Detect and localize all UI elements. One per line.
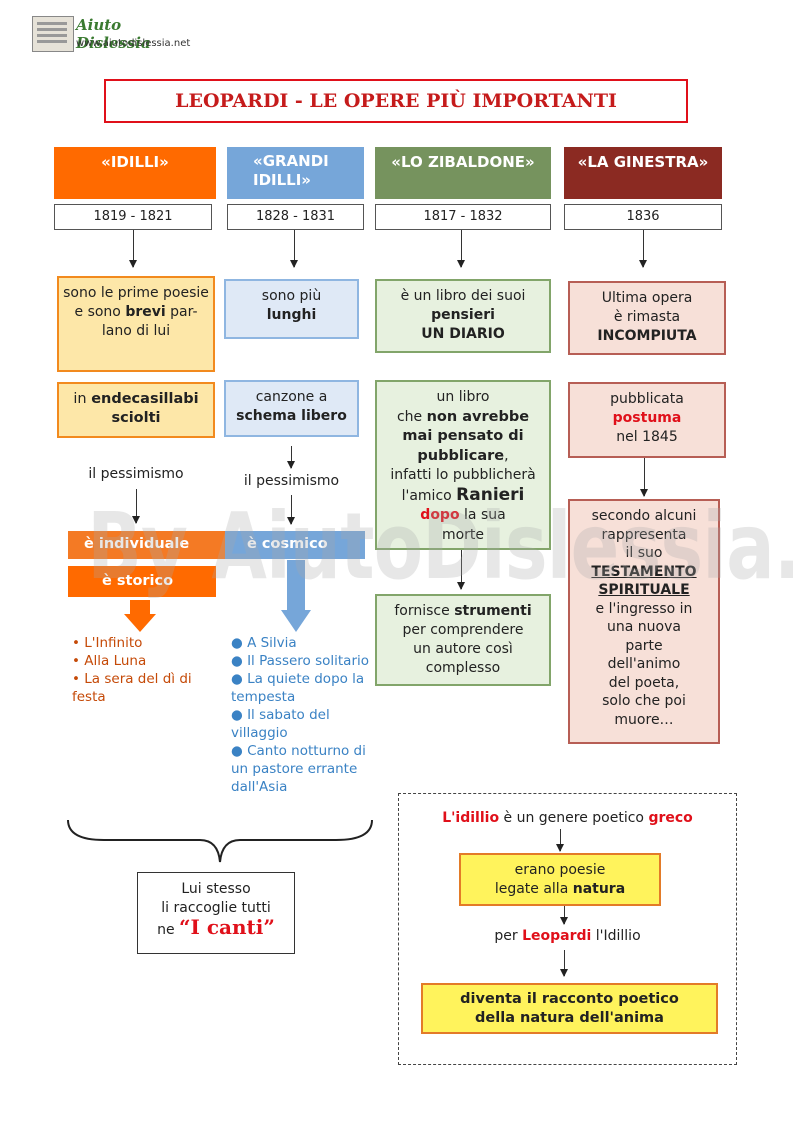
idillio-panel <box>398 793 737 1065</box>
site-logo: Aiuto Dislessia www.aiutodislessia.net <box>30 14 190 54</box>
desc-idilli: sono le prime poesie e sono brevi par-la… <box>57 276 215 372</box>
meter-idilli: in endecasillabi sciolti <box>57 382 215 438</box>
band-individuale: è individuale <box>68 531 226 559</box>
arrow-down-icon <box>457 550 465 590</box>
testament-ginestra: secondo alcuni rappresenta il suo TESTAM… <box>568 499 720 744</box>
list-item: • L'Infinito <box>72 635 143 651</box>
arrow-down-icon <box>287 495 295 525</box>
block-arrow-orange-icon <box>124 600 156 632</box>
pessimism-grandi-idilli: il pessimismo <box>243 473 340 489</box>
block-arrow-blue-icon <box>281 560 311 632</box>
header-grandi-idilli: «GRANDI IDILLI» <box>227 147 364 199</box>
poems-idilli: • L'Infinito • Alla Luna • La sera del d… <box>72 634 222 706</box>
header-zibaldone: «LO ZIBALDONE» <box>375 147 551 199</box>
idillio-definition: L'idillio è un genere poetico greco <box>442 810 693 826</box>
arrow-down-icon <box>560 950 568 977</box>
arrow-down-icon <box>639 230 647 268</box>
desc-zibaldone: è un libro dei suoi pensieri UN DIARIO <box>375 279 551 353</box>
idillio-leopardi: per Leopardi l'Idillio <box>494 928 641 944</box>
poems-grandi-idilli: ● A Silvia ● Il Passero solitario ● La q… <box>231 634 371 796</box>
arrow-down-icon <box>132 489 140 524</box>
idillio-box-soul: diventa il racconto poetico della natura… <box>421 983 718 1034</box>
book-icon <box>32 16 74 52</box>
logo-url: www.aiutodislessia.net <box>76 38 191 49</box>
page-title: LEOPARDI - LE OPERE PIÙ IMPORTANTI <box>104 79 688 123</box>
curly-brace-icon <box>67 819 373 863</box>
band-storico: è storico <box>68 566 216 597</box>
list-item: ● La quiete dopo la tempesta <box>231 671 365 705</box>
arrow-down-icon <box>290 230 298 268</box>
header-ginestra: «LA GINESTRA» <box>564 147 722 199</box>
dates-grandi-idilli: 1828 - 1831 <box>227 204 364 230</box>
tools-zibaldone: fornisce strumenti per comprendere un au… <box>375 594 551 686</box>
list-item: ● Canto notturno di un pastore errante d… <box>231 743 366 795</box>
list-item: ● A Silvia <box>231 635 297 651</box>
arrow-down-icon <box>556 829 564 852</box>
desc-ginestra: Ultima opera è rimasta INCOMPIUTA <box>568 281 726 355</box>
arrow-down-icon <box>129 230 137 268</box>
list-item: • La sera del dì di festa <box>72 671 192 705</box>
idillio-box-nature: erano poesie legate alla natura <box>459 853 661 906</box>
dates-zibaldone: 1817 - 1832 <box>375 204 551 230</box>
list-item: ● Il sabato del villaggio <box>231 707 330 741</box>
dates-idilli: 1819 - 1821 <box>54 204 212 230</box>
logo-brand: Aiuto Dislessia <box>76 16 151 52</box>
header-idilli: «IDILLI» <box>54 147 216 199</box>
posthumous-ginestra: pubblicata postuma nel 1845 <box>568 382 726 458</box>
band-cosmico: è cosmico <box>225 531 365 559</box>
arrow-down-icon <box>457 230 465 268</box>
list-item: ● Il Passero solitario <box>231 653 370 669</box>
pessimism-idilli: il pessimismo <box>88 466 184 482</box>
connector-line <box>560 906 568 925</box>
list-item: • Alla Luna <box>72 653 147 669</box>
dates-ginestra: 1836 <box>564 204 722 230</box>
book-zibaldone: un libro che non avrebbe mai pensato di … <box>375 380 551 550</box>
connector-line <box>287 446 295 469</box>
canti-box: Lui stesso li raccoglie tutti ne “I cant… <box>137 872 295 954</box>
arrow-down-icon <box>640 458 648 497</box>
